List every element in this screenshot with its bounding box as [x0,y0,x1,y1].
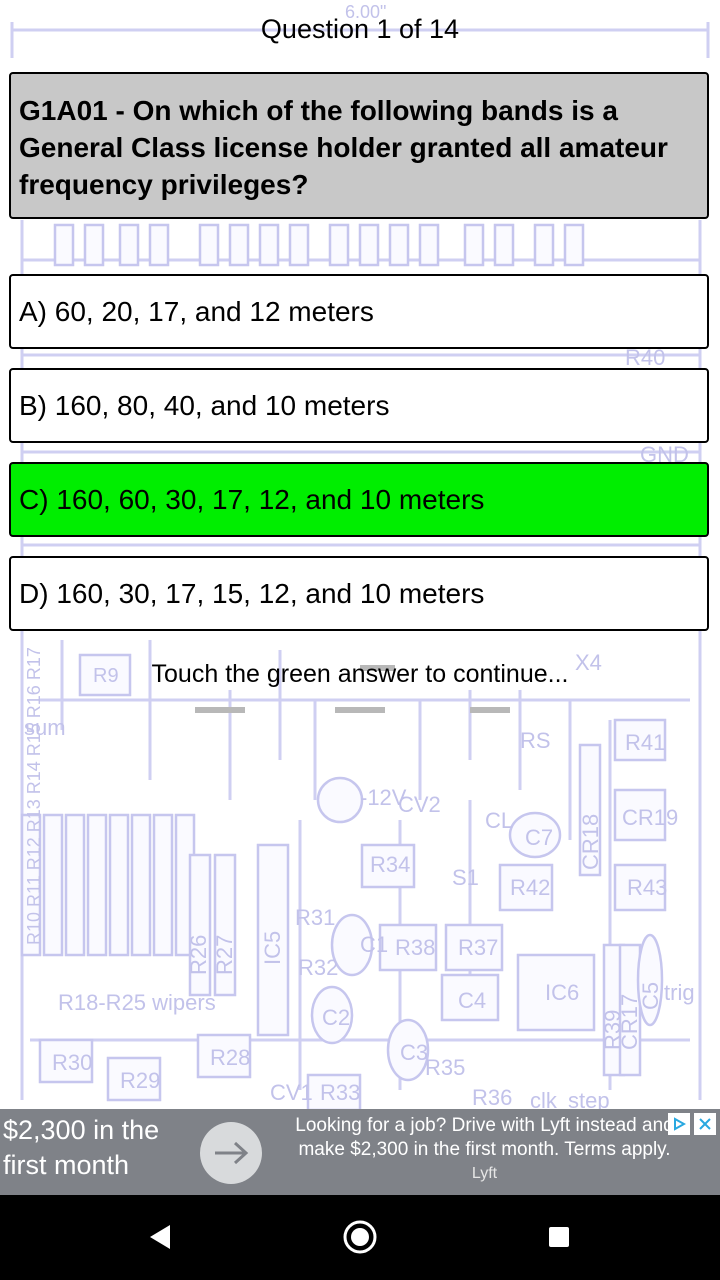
ad-banner[interactable]: $2,300 in the first month Looking for a … [0,1109,720,1195]
svg-text:R18-R25 wipers: R18-R25 wipers [58,990,216,1015]
svg-text:R32: R32 [298,955,338,980]
answer-b-label: B) 160, 80, 40, and 10 meters [19,389,390,421]
svg-text:CR18: CR18 [578,814,603,870]
svg-text:-12V: -12V [360,785,407,810]
svg-text:R26: R26 [186,935,211,975]
svg-text:CV2: CV2 [398,792,441,817]
answer-a-label: A) 60, 20, 17, and 12 meters [19,295,374,327]
answer-a-button[interactable]: A) 60, 20, 17, and 12 meters [9,274,709,349]
svg-text:R10 R11 R12 R13 R14 R15 R16 R1: R10 R11 R12 R13 R14 R15 R16 R17 [24,647,44,945]
ad-headline[interactable]: $2,300 in the first month [3,1115,160,1180]
svg-text:step: step [568,1088,610,1110]
svg-text:R39: R39 [600,1010,625,1050]
recents-square-icon[interactable] [537,1215,581,1259]
svg-text:CR17: CR17 [617,994,642,1050]
svg-text:CR19: CR19 [622,805,678,830]
answer-c-button[interactable]: C) 160, 60, 30, 17, 12, and 10 meters [9,462,709,537]
svg-text:R9: R9 [93,665,119,687]
svg-text:S1: S1 [452,865,479,890]
svg-text:R41: R41 [625,730,665,755]
svg-text:C1: C1 [360,932,388,957]
answer-d-label: D) 160, 30, 17, 15, 12, and 10 meters [19,577,485,609]
svg-text:C4: C4 [458,988,486,1013]
svg-text:R43: R43 [627,875,667,900]
answer-d-button[interactable]: D) 160, 30, 17, 15, 12, and 10 meters [9,556,709,631]
svg-text:R27: R27 [212,935,237,975]
svg-text:CL: CL [485,808,513,833]
svg-text:CV1: CV1 [270,1080,313,1105]
svg-text:C5: C5 [638,982,663,1010]
svg-text:C2: C2 [322,1005,350,1030]
continue-hint-text: Touch the green answer to continue... [151,660,569,688]
answer-c-label: C) 160, 60, 30, 17, 12, and 10 meters [19,483,485,515]
svg-text:R38: R38 [395,935,435,960]
svg-text:R40: R40 [625,345,665,370]
system-navigation-bar [0,1195,720,1280]
svg-text:R29: R29 [120,1068,160,1093]
question-counter: Question 1 of 14 [0,0,720,58]
svg-text:R31: R31 [295,905,335,930]
ad-controls [668,1113,716,1135]
svg-text:trig: trig [664,980,695,1005]
svg-text:IC5: IC5 [260,931,285,965]
svg-text:X4: X4 [575,650,602,675]
ad-body[interactable]: Looking for a job? Drive with Lyft inste… [272,1114,697,1186]
svg-text:RS: RS [520,728,551,753]
question-text: G1A01 - On which of the following bands … [19,95,668,200]
svg-text:clk: clk [530,1088,558,1110]
ad-body-text: Looking for a job? Drive with Lyft inste… [295,1115,674,1160]
svg-text:C7: C7 [525,825,553,850]
svg-text:6.00": 6.00" [345,2,386,22]
svg-text:R37: R37 [458,935,498,960]
arrow-right-icon[interactable] [200,1122,262,1184]
svg-text:R34: R34 [370,852,410,877]
svg-text:R36: R36 [472,1085,512,1110]
svg-text:R42: R42 [510,875,550,900]
back-triangle-icon[interactable] [138,1215,182,1259]
adchoices-icon[interactable] [668,1113,690,1135]
svg-text:R35: R35 [425,1055,465,1080]
svg-text:sum: sum [24,715,66,740]
close-icon[interactable] [694,1113,716,1135]
svg-text:R33: R33 [320,1080,360,1105]
svg-text:IC6: IC6 [545,980,579,1005]
home-circle-icon[interactable] [338,1215,382,1259]
svg-text:R28: R28 [210,1045,250,1070]
answer-b-button[interactable]: B) 160, 80, 40, and 10 meters [9,368,709,443]
continue-hint: Touch the green answer to continue... [0,660,720,689]
question-text-box: G1A01 - On which of the following bands … [9,72,709,219]
svg-text:R30: R30 [52,1050,92,1075]
question-counter-text: Question 1 of 14 [260,13,460,44]
schematic-background: R9 sum RS R41 -12V CV2 CL C7 CR19 R34 S1… [10,2,710,1110]
ad-sponsor: Lyft [471,1165,498,1182]
svg-text:C3: C3 [400,1040,428,1065]
